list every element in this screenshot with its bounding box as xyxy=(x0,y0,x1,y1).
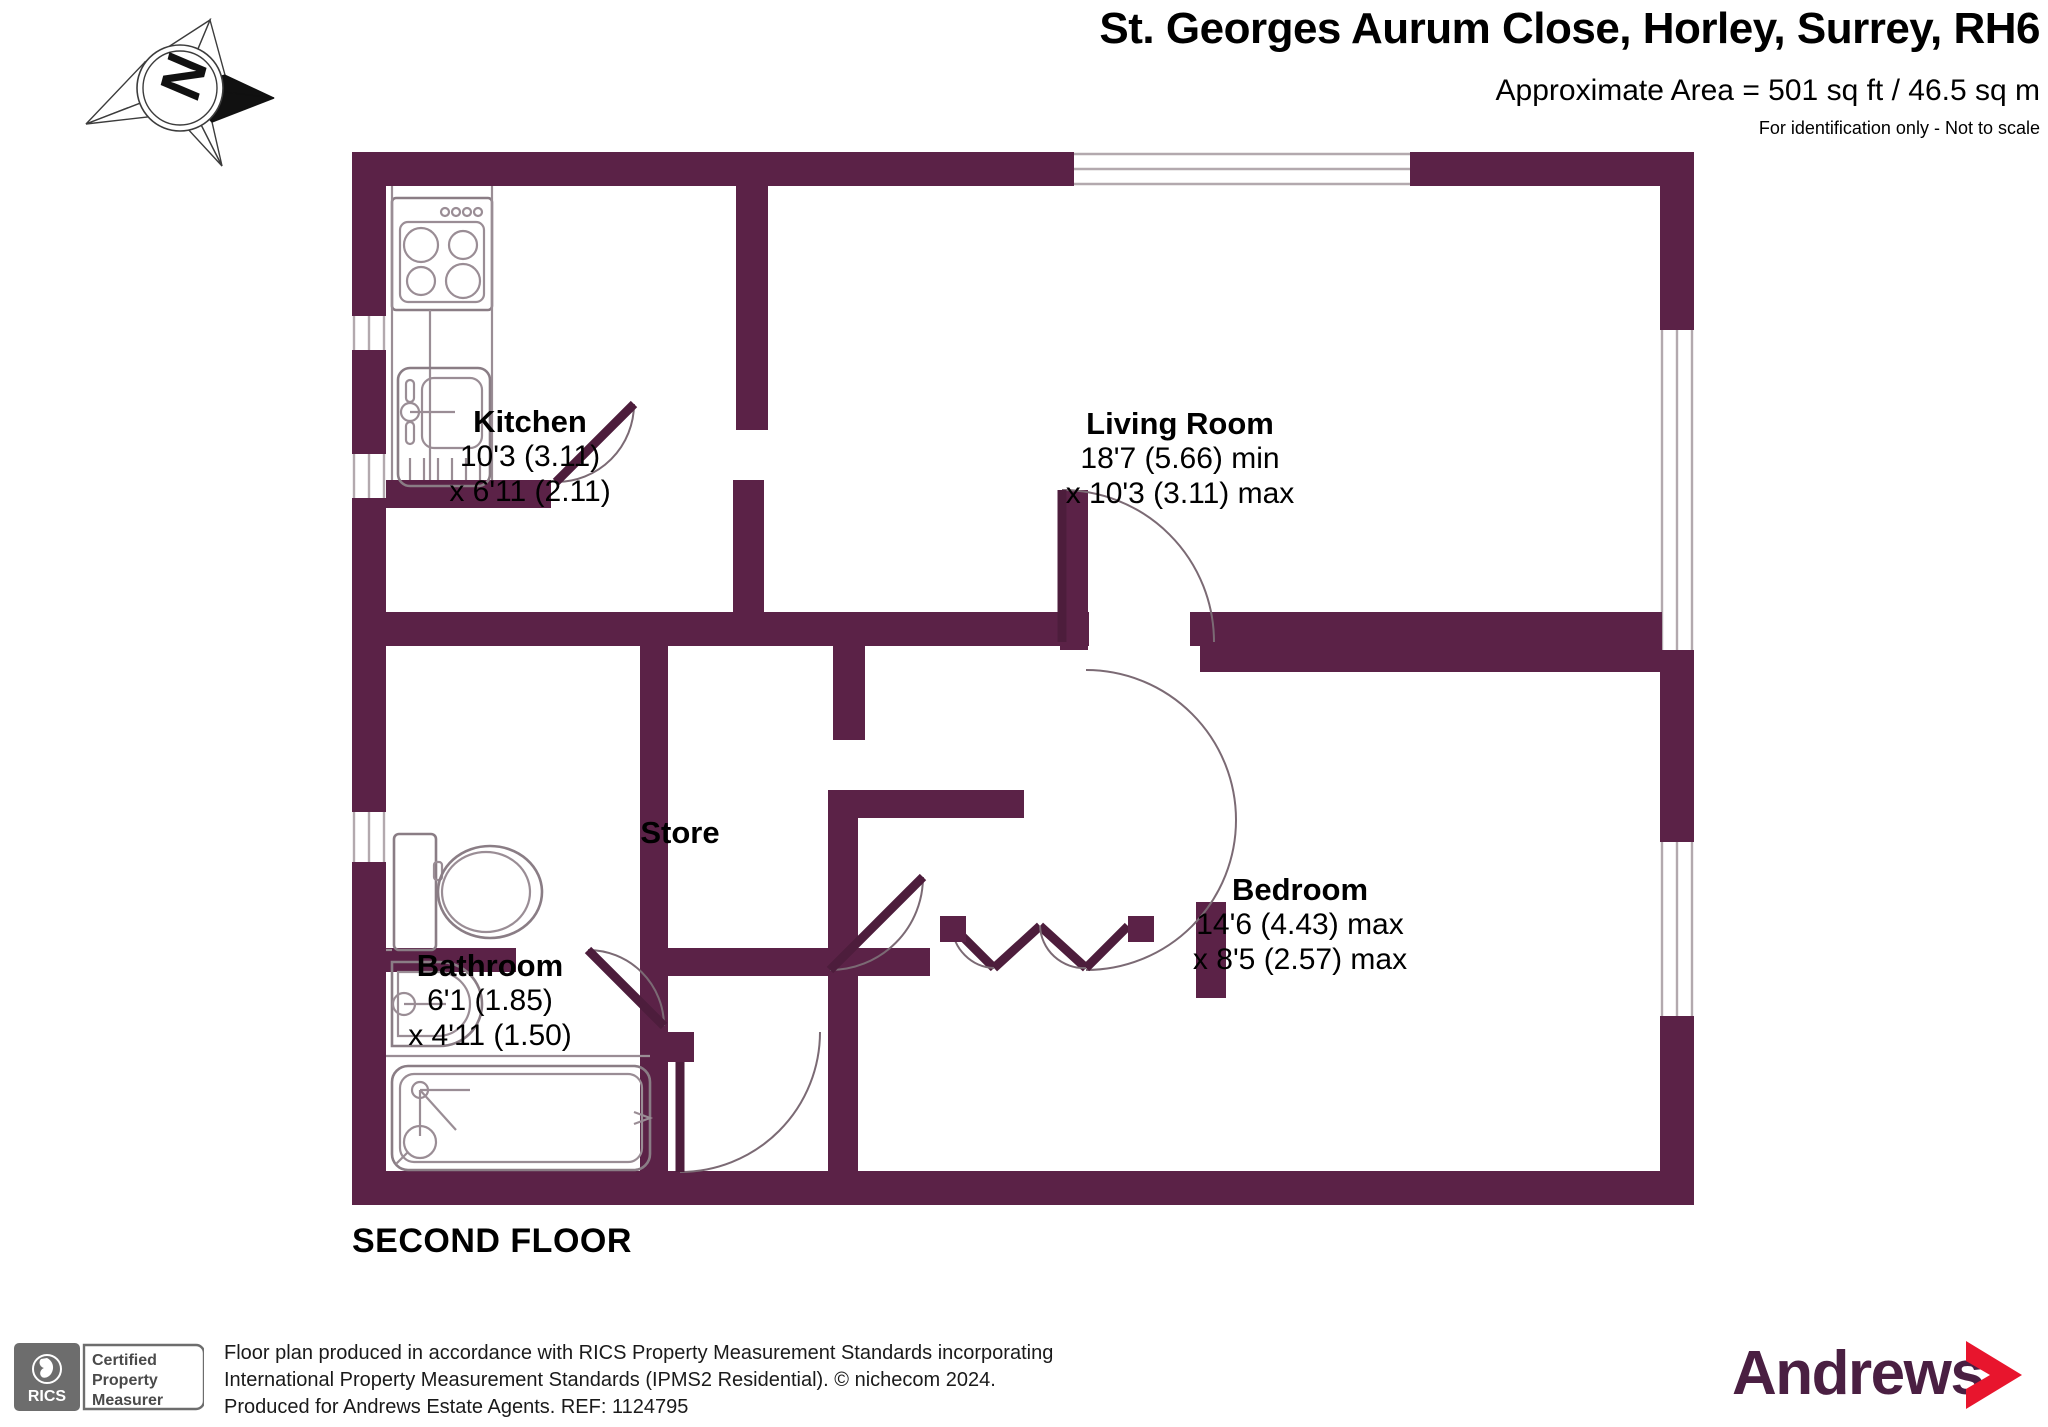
window-kitchen-left-lower xyxy=(352,454,386,498)
room-dim-kitchen-2: x 6'11 (2.11) xyxy=(449,474,611,508)
door-bathroom xyxy=(584,946,668,1030)
bathroom-wall-ticks xyxy=(386,948,650,1058)
rics-badge-line1: Certified xyxy=(92,1352,157,1369)
chevron-right-icon xyxy=(1966,1341,2022,1409)
window-living-top xyxy=(1074,152,1410,186)
bedroom-wardrobe-doors xyxy=(940,916,1154,972)
approximate-area: Approximate Area = 501 sq ft / 46.5 sq m xyxy=(1495,74,2040,108)
footer-disclaimer: Floor plan produced in accordance with R… xyxy=(224,1340,1053,1421)
toilet-icon xyxy=(392,832,544,952)
footer-line-1: Floor plan produced in accordance with R… xyxy=(224,1342,1054,1364)
room-dim-bedroom-1: 14'6 (4.43) max xyxy=(1196,907,1404,941)
door-kitchen xyxy=(552,400,638,486)
footer-line-3: Produced for Andrews Estate Agents. REF:… xyxy=(224,1396,689,1418)
window-bathroom-left xyxy=(352,812,386,862)
footer-line-2: International Property Measurement Stand… xyxy=(224,1369,996,1391)
kitchen-worktop xyxy=(390,186,494,480)
room-dim-kitchen-1: 10'3 (3.11) xyxy=(459,439,601,473)
andrews-logo[interactable]: Andrews xyxy=(1732,1331,2032,1415)
room-dim-living-1: 18'7 (5.66) min xyxy=(1080,441,1280,475)
room-name-bathroom: Bathroom xyxy=(416,948,564,983)
room-name-kitchen: Kitchen xyxy=(473,404,587,439)
door-store xyxy=(826,873,927,974)
exterior-walls xyxy=(352,152,1694,1205)
room-label-store: Store xyxy=(600,815,760,851)
rics-certified-badge: RICS Certified Property Measurer xyxy=(14,1343,206,1411)
window-kitchen-left-upper xyxy=(352,316,386,350)
wash-basin-icon xyxy=(390,960,484,1048)
bath-icon xyxy=(390,1064,654,1172)
compass-star-icon: N xyxy=(85,17,275,167)
andrews-wordmark: Andrews xyxy=(1732,1339,1985,1408)
hob-icon xyxy=(390,196,494,312)
room-dim-bedroom-2: x 8'5 (2.57) max xyxy=(1192,942,1408,976)
room-dim-bathroom-2: x 4'11 (1.50) xyxy=(408,1018,572,1052)
room-name-living-room: Living Room xyxy=(1086,406,1274,441)
floor-caption: SECOND FLOOR xyxy=(352,1222,632,1260)
rics-badge-line2: Property xyxy=(92,1372,158,1389)
room-dim-living-2: x 10'3 (3.11) max xyxy=(1065,476,1295,510)
door-bedroom xyxy=(1085,669,1237,971)
window-living-right xyxy=(1660,330,1694,650)
room-dim-bathroom-1: 6'1 (1.85) xyxy=(427,983,553,1017)
window-bedroom-right xyxy=(1660,842,1694,1016)
floor-plan-drawing: .wall { fill: #5b2247; } .fix { fill: no… xyxy=(0,150,2048,1230)
kitchen-sink-icon xyxy=(396,366,492,488)
doors xyxy=(552,400,1237,1173)
compass-rose: N xyxy=(62,2,277,167)
disclaimer-text: For identification only - Not to scale xyxy=(1758,118,2040,139)
room-label-living-room: Living Room 18'7 (5.66) min x 10'3 (3.11… xyxy=(1000,406,1360,512)
page-footer: RICS Certified Property Measurer Floor p… xyxy=(0,1317,2048,1427)
room-name-store: Store xyxy=(640,815,720,850)
door-living-room xyxy=(1057,489,1215,643)
page-title: St. Georges Aurum Close, Horley, Surrey,… xyxy=(1099,4,2040,53)
room-label-kitchen: Kitchen 10'3 (3.11) x 6'11 (2.11) xyxy=(420,404,640,510)
interior-walls xyxy=(386,186,1662,1205)
plan-header: St. Georges Aurum Close, Horley, Surrey,… xyxy=(700,0,2040,139)
rics-badge-line3: Measurer xyxy=(92,1392,163,1409)
rics-mark: RICS xyxy=(28,1388,67,1405)
door-entry xyxy=(668,1031,821,1173)
room-name-bedroom: Bedroom xyxy=(1231,872,1369,907)
room-label-bedroom: Bedroom 14'6 (4.43) max x 8'5 (2.57) max xyxy=(1125,872,1475,978)
room-label-bathroom: Bathroom 6'1 (1.85) x 4'11 (1.50) xyxy=(360,948,620,1054)
